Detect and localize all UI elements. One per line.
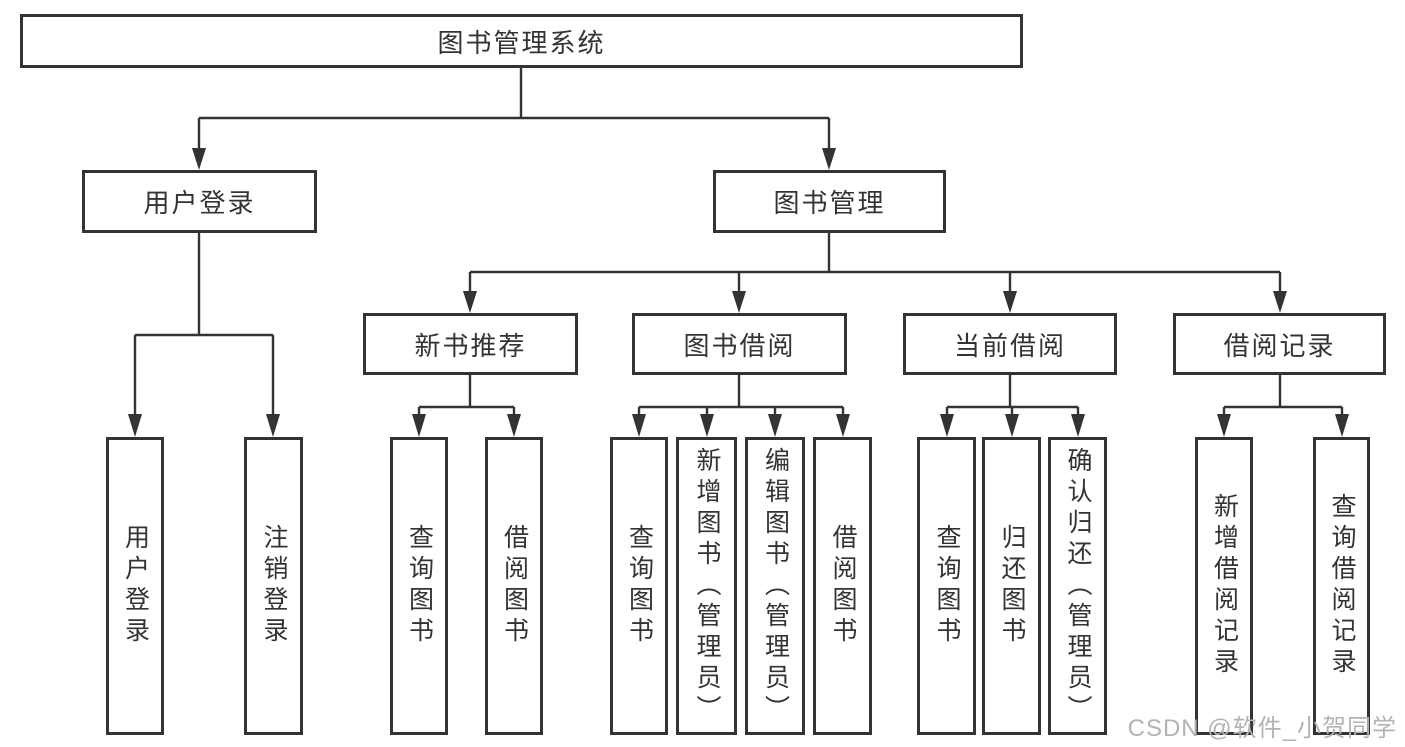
node-label: 查询图书 xyxy=(933,524,961,648)
node-current-borrowing: 当前借阅 xyxy=(903,313,1117,375)
node-book-management: 图书管理 xyxy=(713,170,946,233)
node-label: 图书管理系统 xyxy=(437,27,606,58)
node-label: 图书管理 xyxy=(773,188,886,218)
node-label: 注销登录 xyxy=(260,524,288,648)
node-label: 借阅记录 xyxy=(1223,330,1336,361)
leaf-confirm-return-admin: 确认归还（管理员） xyxy=(1048,437,1107,735)
leaf-add-book-admin: 新增图书（管理员） xyxy=(676,437,737,735)
watermark-text: CSDN @软件_小贺同学 xyxy=(1127,715,1397,742)
leaf-return-book: 归还图书 xyxy=(982,437,1041,735)
node-label: 新书推荐 xyxy=(414,330,527,361)
node-label: 查询借阅记录 xyxy=(1328,493,1356,679)
node-label: 编辑图书（管理员） xyxy=(761,446,790,726)
node-label: 借阅图书 xyxy=(829,524,857,648)
node-book-borrowing: 图书借阅 xyxy=(632,313,847,375)
leaf-search-books-current: 查询图书 xyxy=(917,437,976,735)
node-borrowing-records: 借阅记录 xyxy=(1173,313,1386,375)
node-new-book-recommendation: 新书推荐 xyxy=(363,313,578,375)
leaf-add-borrow-record: 新增借阅记录 xyxy=(1195,437,1253,735)
node-label: 新增借阅记录 xyxy=(1210,493,1239,679)
node-label: 确认归还（管理员） xyxy=(1064,446,1092,726)
arrowhead-icons xyxy=(128,148,1349,437)
node-user-login: 用户登录 xyxy=(82,170,317,233)
leaf-search-books-recommend: 查询图书 xyxy=(390,437,448,735)
leaf-borrow-books-recommend: 借阅图书 xyxy=(485,437,543,735)
leaf-logout: 注销登录 xyxy=(244,437,303,735)
node-label: 查询图书 xyxy=(405,524,434,648)
leaf-search-borrow-record: 查询借阅记录 xyxy=(1313,437,1370,735)
node-label: 查询图书 xyxy=(625,524,654,648)
leaf-edit-book-admin: 编辑图书（管理员） xyxy=(745,437,805,735)
node-library-management-system: 图书管理系统 xyxy=(20,14,1023,68)
node-label: 用户登录 xyxy=(121,524,150,648)
node-label: 新增图书（管理员） xyxy=(693,446,721,726)
node-label: 当前借阅 xyxy=(953,330,1066,361)
node-label: 用户登录 xyxy=(143,188,256,218)
node-label: 借阅图书 xyxy=(500,524,529,648)
node-label: 图书借阅 xyxy=(683,330,796,361)
leaf-search-books-borrow: 查询图书 xyxy=(610,437,668,735)
node-label: 归还图书 xyxy=(998,524,1026,648)
leaf-borrow-books: 借阅图书 xyxy=(813,437,872,735)
leaf-user-login: 用户登录 xyxy=(106,437,164,735)
